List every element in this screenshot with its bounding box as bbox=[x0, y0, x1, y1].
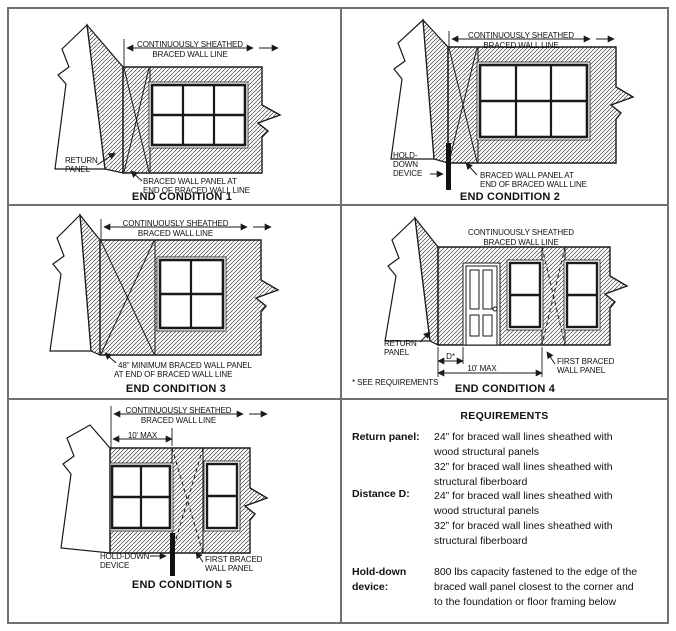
dim-d-label: D* bbox=[446, 352, 455, 361]
hold-down-label: DEVICE bbox=[393, 169, 423, 178]
requirement-text: 32” for braced wall lines sheathed with bbox=[434, 461, 613, 473]
end-condition-1-drawing bbox=[54, 23, 282, 182]
dim-label-line2: BRACED WALL LINE bbox=[483, 41, 559, 50]
hold-down-label: DEVICE bbox=[100, 561, 130, 570]
figure-grid: CONTINUOUSLY SHEATHED BRACED WALL LINE R… bbox=[7, 7, 669, 624]
door-panel bbox=[482, 314, 493, 337]
requirement-text: 32” for braced wall lines sheathed with bbox=[434, 520, 613, 532]
braced-panel-label: END OF BRACED WALL LINE bbox=[143, 186, 250, 195]
x-brace bbox=[171, 447, 204, 554]
hold-down-label: HOLD- bbox=[393, 151, 418, 160]
braced-panel-label: END OF BRACED WALL LINE bbox=[480, 180, 587, 189]
dim-label-line1: CONTINUOUSLY SHEATHED bbox=[122, 219, 229, 228]
first-braced-label: FIRST BRACED bbox=[557, 357, 615, 366]
caption: END CONDITION 5 bbox=[131, 579, 233, 591]
caption: END CONDITION 2 bbox=[459, 191, 561, 203]
requirements-title: REQUIREMENTS bbox=[460, 410, 549, 422]
requirement-text: wood structural panels bbox=[434, 505, 540, 517]
panel-end-condition-1: CONTINUOUSLY SHEATHED BRACED WALL LINE R… bbox=[9, 9, 342, 206]
return-panel-requirement-label: Return panel: bbox=[352, 431, 420, 443]
x-brace bbox=[123, 67, 150, 173]
hold-down-device-bar bbox=[446, 143, 451, 190]
side-wall-break bbox=[49, 213, 92, 352]
braced-panel-label: BRACED WALL PANEL AT bbox=[143, 177, 237, 186]
requirement-text: 800 lbs capacity fastened to the edge of… bbox=[434, 566, 638, 578]
leader-first-braced bbox=[195, 551, 204, 563]
dim-10-label: 10' MAX bbox=[467, 364, 497, 373]
requirement-text: wood structural panels bbox=[434, 446, 540, 458]
door-knob bbox=[492, 306, 498, 312]
dim-label-line2: BRACED WALL LINE bbox=[137, 229, 214, 238]
requirement-text: to the foundation or floor framing below bbox=[434, 596, 617, 608]
first-braced-label: FIRST BRACED bbox=[205, 555, 263, 564]
caption: END CONDITION 4 bbox=[454, 383, 556, 395]
requirement-text: structural fiberboard bbox=[434, 535, 528, 547]
door-panel bbox=[469, 314, 480, 337]
leader-return-panel bbox=[96, 152, 116, 166]
door-panel bbox=[469, 269, 480, 310]
dim-label-line1: CONTINUOUSLY SHEATHED bbox=[137, 40, 243, 49]
dim-label-line1: CONTINUOUSLY SHEATHED bbox=[125, 406, 232, 415]
panel-end-condition-3: CONTINUOUSLY SHEATHED BRACED WALL LINE 4… bbox=[9, 206, 342, 400]
braced-panel-label: 48" MINIMUM BRACED WALL PANEL bbox=[118, 361, 252, 370]
braced-panel-label: AT END OF BRACED WALL LINE bbox=[114, 370, 233, 379]
first-braced-label: WALL PANEL bbox=[205, 564, 254, 573]
hold-down-requirement-label: device: bbox=[352, 581, 389, 593]
end-condition-5-drawing bbox=[60, 406, 269, 576]
side-wall-break bbox=[60, 424, 111, 554]
panel-end-condition-5: CONTINUOUSLY SHEATHED BRACED WALL LINE 1… bbox=[9, 400, 342, 622]
leader-first-braced bbox=[546, 351, 556, 365]
panel-requirements: REQUIREMENTS Return panel: 24” for brace… bbox=[342, 400, 667, 622]
end-condition-3-drawing bbox=[49, 213, 280, 364]
panel-end-condition-2: CONTINUOUSLY SHEATHED BRACED WALL LINE H… bbox=[342, 9, 667, 206]
hold-down-label: HOLD-DOWN bbox=[100, 552, 150, 561]
leader-braced-panel bbox=[104, 352, 117, 364]
x-brace bbox=[448, 47, 478, 163]
return-panel-label: RETURN bbox=[65, 156, 98, 165]
dim-label-line2: BRACED WALL LINE bbox=[483, 238, 559, 247]
dim-10-label: 10' MAX bbox=[127, 431, 158, 440]
requirement-text: 24” for braced wall lines sheathed with bbox=[434, 490, 613, 502]
caption: END CONDITION 3 bbox=[125, 383, 227, 395]
hold-down-requirement-label: Hold-down bbox=[352, 566, 407, 578]
leader-braced-panel bbox=[465, 162, 478, 176]
caption: END CONDITION 1 bbox=[131, 191, 233, 203]
distance-d-requirement-label: Distance D: bbox=[352, 488, 410, 500]
dim-label-line1: CONTINUOUSLY SHEATHED bbox=[468, 31, 574, 40]
see-requirements-note: * SEE REQUIREMENTS bbox=[352, 378, 439, 387]
side-wall-break bbox=[54, 23, 106, 170]
leader-braced-panel bbox=[130, 170, 143, 182]
end-condition-2-drawing bbox=[390, 18, 635, 190]
requirement-text: braced wall panel closest to the corner … bbox=[434, 581, 634, 593]
dim-label-line2: BRACED WALL LINE bbox=[140, 416, 217, 425]
dim-label-line2: BRACED WALL LINE bbox=[152, 50, 228, 59]
return-panel-label: PANEL bbox=[65, 165, 91, 174]
panel-end-condition-4: CONTINUOUSLY SHEATHED BRACED WALL LINE R… bbox=[342, 206, 667, 400]
side-wall-break bbox=[390, 18, 435, 160]
hold-down-label: DOWN bbox=[393, 160, 418, 169]
x-brace bbox=[171, 447, 204, 554]
hold-down-device-bar bbox=[170, 533, 175, 576]
leader-return-panel bbox=[419, 331, 431, 343]
x-brace bbox=[100, 240, 155, 355]
first-braced-label: WALL PANEL bbox=[557, 366, 606, 375]
braced-panel-label: BRACED WALL PANEL AT bbox=[480, 171, 574, 180]
return-panel-label: PANEL bbox=[384, 348, 410, 357]
x-brace bbox=[541, 246, 566, 346]
dim-label-line1: CONTINUOUSLY SHEATHED bbox=[468, 228, 574, 237]
requirement-text: structural fiberboard bbox=[434, 476, 528, 488]
return-panel-label: RETURN bbox=[384, 339, 417, 348]
end-condition-4-drawing bbox=[384, 215, 629, 377]
door-panel bbox=[482, 269, 493, 310]
requirement-text: 24” for braced wall lines sheathed with bbox=[434, 431, 613, 443]
